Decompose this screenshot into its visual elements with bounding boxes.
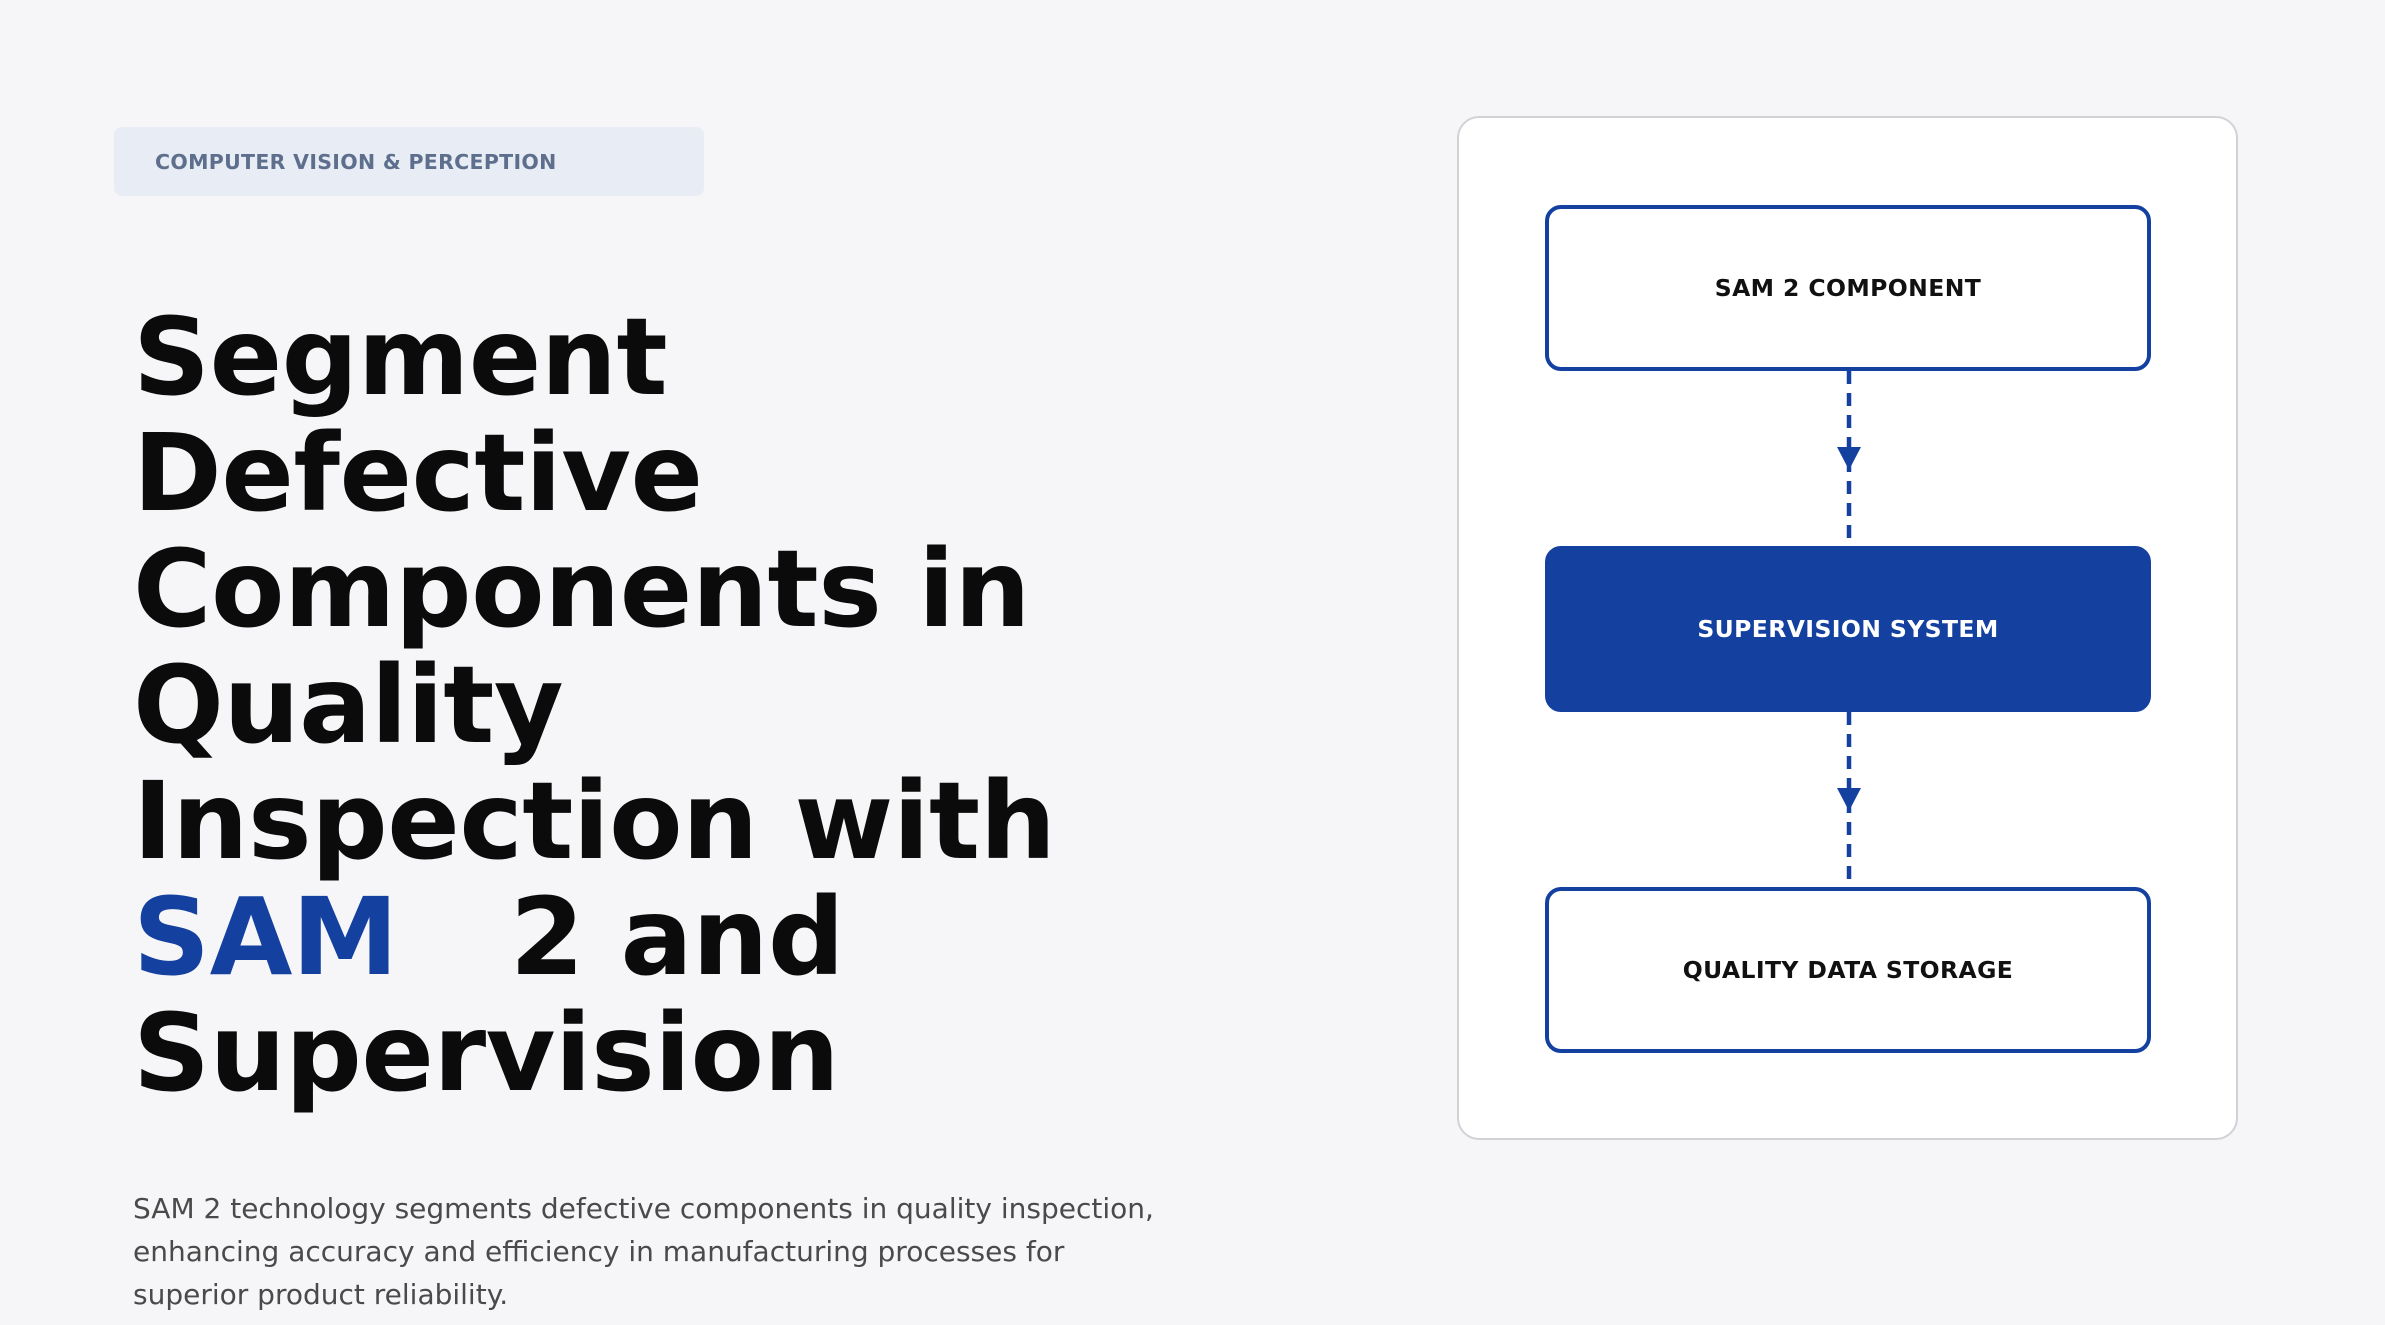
title-line-6-rest: 2 and	[509, 876, 845, 1000]
node-supervision-system-label: SUPERVISION SYSTEM	[1697, 615, 1999, 643]
node-quality-data-storage: QUALITY DATA STORAGE	[1545, 887, 2151, 1053]
connector-2-arrow-icon	[1837, 788, 1861, 811]
title-line-7: Supervision	[133, 992, 840, 1116]
description-line-2: enhancing accuracy and efficiency in man…	[133, 1235, 1065, 1268]
title-line-3: Components in	[133, 528, 1031, 652]
description-line-3: superior product reliability.	[133, 1278, 509, 1311]
page-title: Segment Defective Components in Quality …	[133, 300, 1333, 1112]
title-accent-sam: SAM	[133, 876, 398, 1000]
category-tag-label: COMPUTER VISION & PERCEPTION	[155, 149, 557, 174]
connector-1-arrow-icon	[1837, 447, 1861, 470]
title-line-5: Inspection with	[133, 760, 1056, 884]
node-sam2-component: SAM 2 COMPONENT	[1545, 205, 2151, 371]
category-tag: COMPUTER VISION & PERCEPTION	[114, 127, 704, 196]
title-line-2: Defective	[133, 412, 703, 536]
node-quality-data-storage-label: QUALITY DATA STORAGE	[1682, 956, 2014, 984]
title-line-1: Segment	[133, 296, 668, 420]
node-sam2-component-label: SAM 2 COMPONENT	[1714, 274, 1982, 302]
node-supervision-system: SUPERVISION SYSTEM	[1545, 546, 2151, 712]
title-line-4: Quality	[133, 644, 564, 768]
description: SAM 2 technology segments defective comp…	[133, 1187, 1253, 1316]
diagram-panel: SAM 2 COMPONENT SUPERVISION SYSTEM QUALI…	[1457, 116, 2238, 1140]
description-line-1: SAM 2 technology segments defective comp…	[133, 1192, 1154, 1225]
